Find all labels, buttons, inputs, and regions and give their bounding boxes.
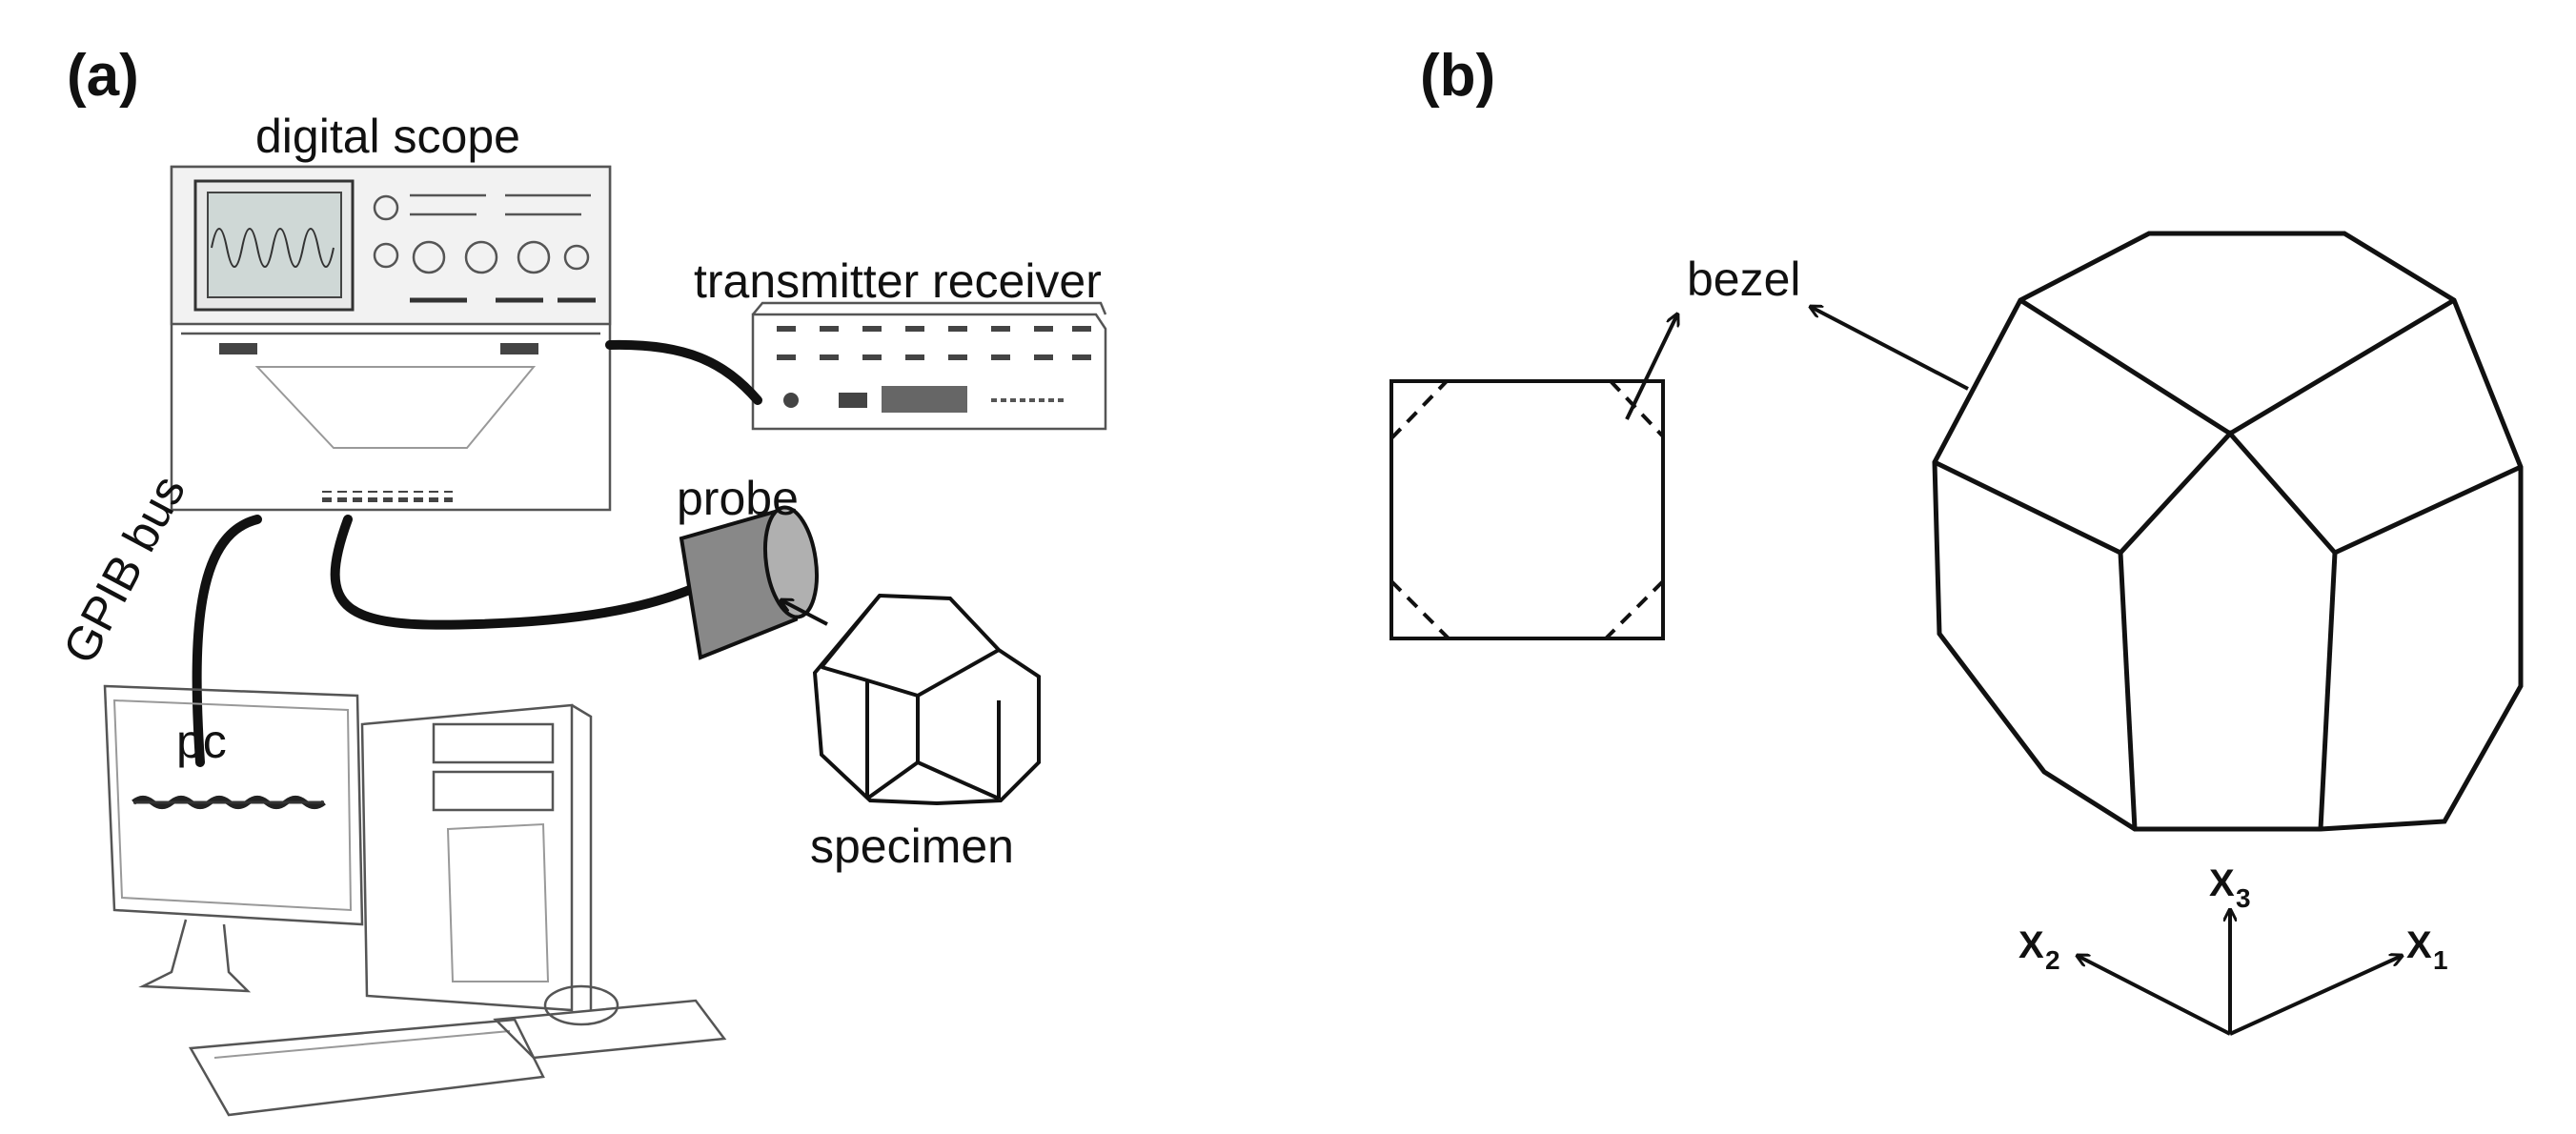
svg-text:3: 3 xyxy=(2236,883,2251,913)
bezel-arrow-large xyxy=(1811,307,1969,391)
axis-label-x2: X 2 xyxy=(2018,924,2060,975)
digital-scope-icon xyxy=(170,165,612,512)
specimen-label: specimen xyxy=(810,820,1014,873)
bezel-arrow-small xyxy=(1625,314,1677,420)
scope-transmitter-cable xyxy=(605,339,762,405)
gpib-bus-cable xyxy=(192,515,262,767)
svg-text:X: X xyxy=(2406,924,2432,966)
gpib-bus-label: GPIB bus xyxy=(52,467,195,672)
probe-arrow xyxy=(781,600,828,626)
svg-text:X: X xyxy=(2018,924,2044,966)
bezel-label: bezel xyxy=(1687,253,1801,306)
bezel-square xyxy=(1389,379,1665,640)
probe-cable xyxy=(330,515,710,630)
svg-text:X: X xyxy=(2209,862,2235,904)
panel-label-a: (a) xyxy=(67,43,139,109)
axis-label-x1: X 1 xyxy=(2406,924,2448,975)
transmitter-receiver-label: transmitter receiver xyxy=(694,254,1102,308)
truncated-cube xyxy=(1932,231,2524,832)
svg-text:1: 1 xyxy=(2433,945,2448,975)
probe-label: probe xyxy=(677,472,799,525)
coordinate-axes xyxy=(2078,910,2402,1036)
digital-scope-label: digital scope xyxy=(255,110,520,163)
probe-icon xyxy=(679,505,819,660)
panel-label-b: (b) xyxy=(1420,43,1495,109)
pc-label: pc xyxy=(176,715,227,768)
transmitter-receiver-icon xyxy=(751,301,1107,431)
pc-icon xyxy=(103,684,727,1117)
axis-label-x3: X 3 xyxy=(2209,862,2251,913)
specimen-icon xyxy=(812,593,1041,806)
svg-text:2: 2 xyxy=(2045,945,2060,975)
